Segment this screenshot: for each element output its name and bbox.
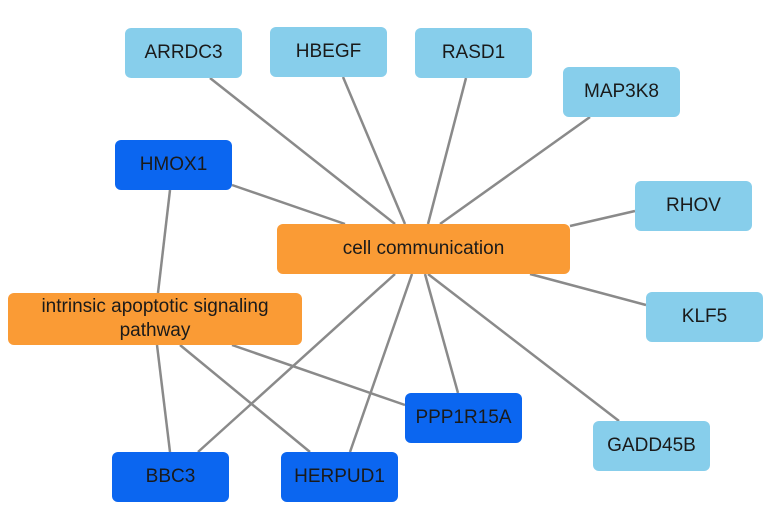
edge-cell-communication-rasd1	[426, 77, 468, 225]
gene-node-arrdc3[interactable]: ARRDC3	[125, 28, 242, 78]
edge-intrinsic-apoptotic-herpud1	[179, 344, 311, 453]
gene-node-bbc3[interactable]: BBC3	[112, 452, 229, 502]
term-node-intrinsic-apoptotic-signaling-pathway[interactable]: intrinsic apoptotic signaling pathway	[8, 293, 302, 345]
gene-node-herpud1[interactable]: HERPUD1	[281, 452, 398, 502]
edge-cell-communication-arrdc3	[209, 77, 396, 225]
gene-node-hbegf[interactable]: HBEGF	[270, 27, 387, 77]
edge-cell-communication-herpud1	[348, 273, 414, 453]
edge-cell-communication-klf5	[529, 272, 647, 307]
edge-cell-communication-hbegf	[341, 76, 407, 225]
edge-cell-communication-gadd45b	[427, 273, 620, 422]
gene-node-rasd1[interactable]: RASD1	[415, 28, 532, 78]
edge-cell-communication-ppp1r15a	[423, 273, 460, 394]
gene-node-map3k8[interactable]: MAP3K8	[563, 67, 680, 117]
edge-intrinsic-apoptotic-bbc3	[155, 344, 172, 453]
gene-node-gadd45b[interactable]: GADD45B	[593, 421, 710, 471]
edge-cell-communication-map3k8	[439, 115, 591, 226]
gene-node-klf5[interactable]: KLF5	[646, 292, 763, 342]
edge-cell-communication-hmox1	[231, 183, 346, 226]
gene-node-hmox1[interactable]: HMOX1	[115, 140, 232, 190]
edge-intrinsic-apoptotic-hmox1	[156, 189, 172, 294]
gene-node-rhov[interactable]: RHOV	[635, 181, 752, 231]
edge-intrinsic-apoptotic-ppp1r15a	[231, 343, 406, 407]
edge-cell-communication-rhov	[569, 209, 636, 228]
edge-cell-communication-bbc3	[197, 273, 396, 453]
gene-node-ppp1r15a[interactable]: PPP1R15A	[405, 393, 522, 443]
term-node-cell-communication[interactable]: cell communication	[277, 224, 570, 274]
